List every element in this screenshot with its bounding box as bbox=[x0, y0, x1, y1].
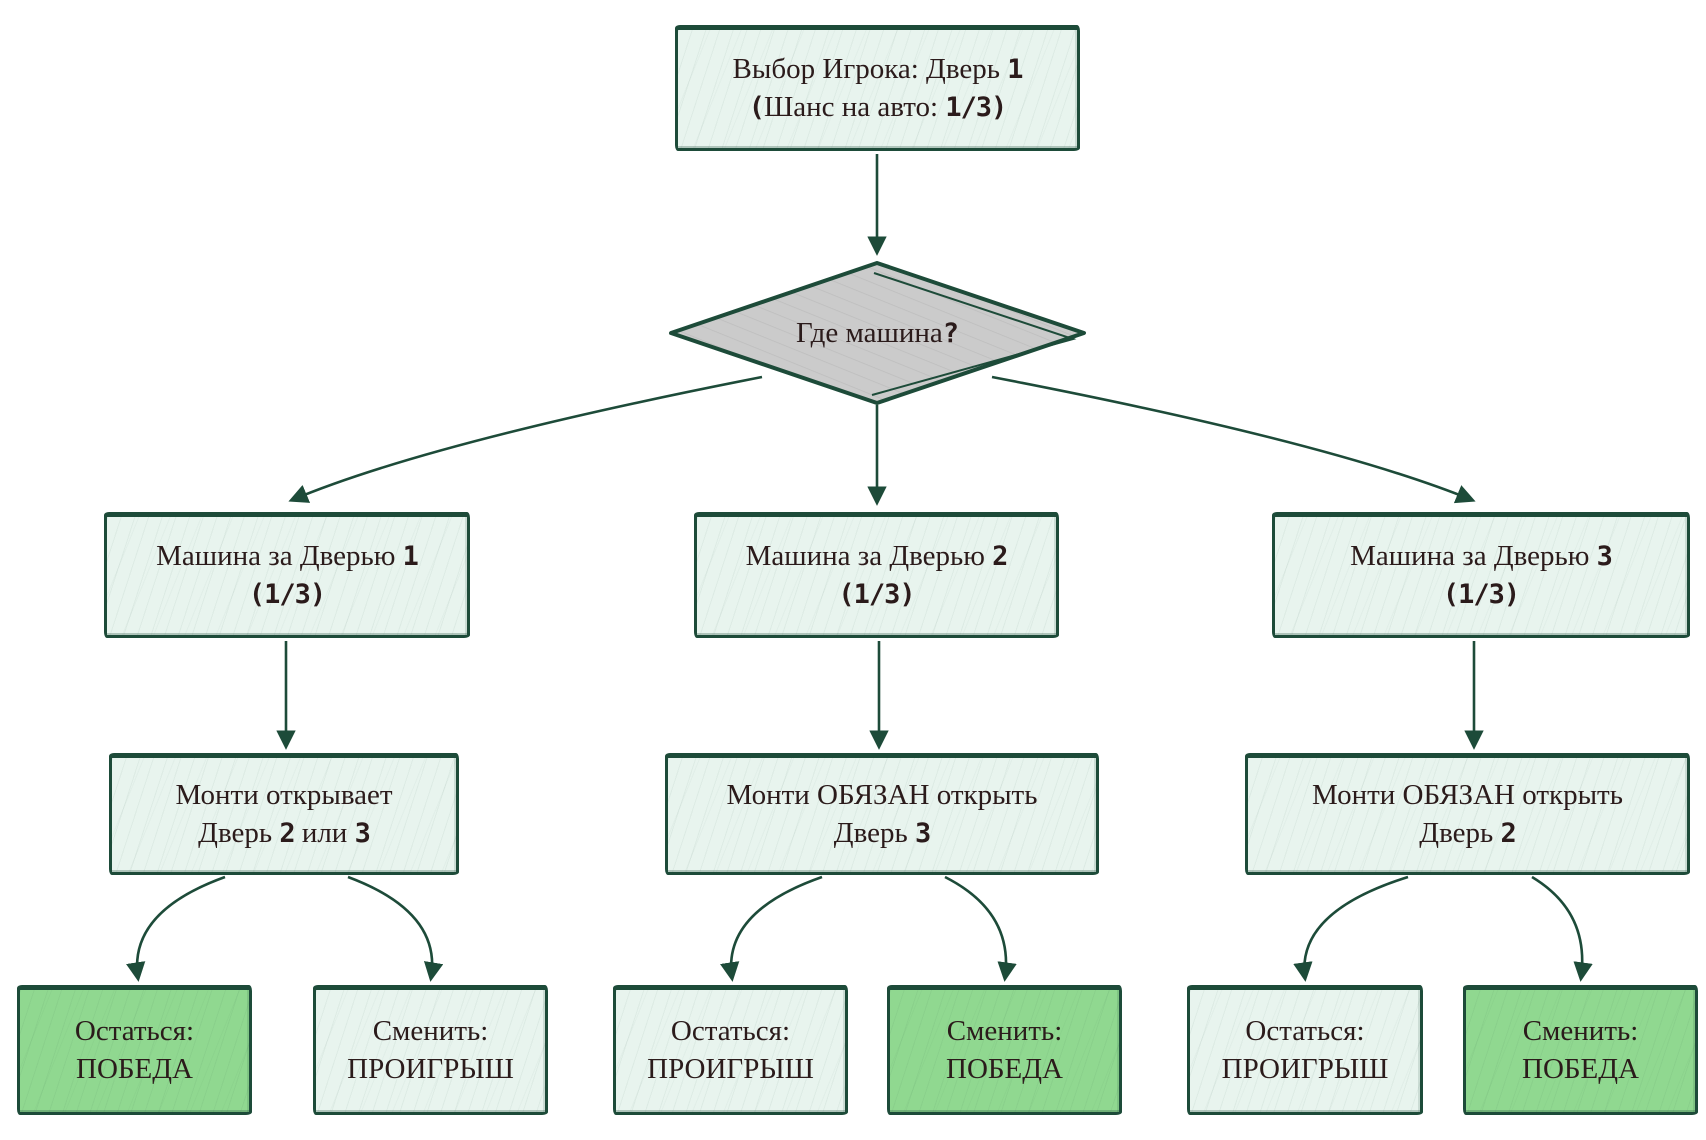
text-segment: Сменить: bbox=[372, 1015, 489, 1048]
player-choice-line1: Выбор Игрока: Дверь 1 bbox=[732, 51, 1024, 89]
arrow-decision-to-car3 bbox=[991, 375, 1476, 504]
leaf-action-label: Остаться: bbox=[75, 1013, 194, 1051]
leaf-action-label: Остаться: bbox=[1245, 1013, 1364, 1051]
leaf-action-label: Остаться: bbox=[671, 1013, 790, 1051]
text-segment: ( bbox=[748, 92, 765, 123]
monty-3-line1: Монти ОБЯЗАН открыть bbox=[1312, 777, 1623, 815]
car-door-1-node: Машина за Дверью 1 (1/3) bbox=[104, 512, 470, 638]
text-segment: Остаться: bbox=[670, 1015, 791, 1048]
text-segment: Выбор Игрока: Дверь bbox=[732, 53, 1008, 86]
leaf-switch-lose-1: Сменить: ПРОИГРЫШ bbox=[313, 985, 548, 1115]
text-segment: Монти ОБЯЗАН открыть bbox=[726, 779, 1038, 812]
probability-value: (1/3) bbox=[248, 579, 326, 610]
car-door-3-node: Машина за Дверью 3 (1/3) bbox=[1272, 512, 1690, 638]
leaf-outcome-label: ПОБЕДА bbox=[946, 1051, 1063, 1089]
car-door-2-probability: (1/3) bbox=[838, 576, 915, 614]
text-segment: Сменить: bbox=[946, 1015, 1063, 1048]
leaf-stay-win-1: Остаться: ПОБЕДА bbox=[17, 985, 252, 1115]
text-segment: ПРОИГРЫШ bbox=[1221, 1053, 1389, 1085]
arrow-decision-to-car1 bbox=[288, 375, 763, 503]
car-door-1-probability: (1/3) bbox=[248, 576, 326, 614]
decision-diamond-label: Где машина? bbox=[697, 303, 1057, 363]
text-segment: или bbox=[294, 817, 355, 849]
arrow-monty3-to-switch bbox=[1531, 875, 1593, 982]
monty-1-line2: Дверь 2 или 3 bbox=[198, 815, 371, 853]
text-segment: Машина за Дверью bbox=[745, 540, 993, 573]
monty-2-line1: Монти ОБЯЗАН открыть bbox=[727, 777, 1038, 815]
arrow-monty2-to-switch bbox=[944, 875, 1017, 982]
probability-value: (1/3) bbox=[1442, 579, 1520, 610]
text-segment: Шанс на авто: bbox=[763, 91, 946, 123]
monty-3-line2: Дверь 2 bbox=[1419, 815, 1516, 853]
leaf-action-label: Сменить: bbox=[373, 1013, 489, 1051]
probability-value: (1/3) bbox=[838, 579, 915, 610]
arrow-monty1-to-switch bbox=[347, 875, 444, 982]
leaf-action-label: Сменить: bbox=[1523, 1013, 1639, 1051]
car-door-2-line1: Машина за Дверью 2 bbox=[745, 538, 1009, 576]
door-number: 2 bbox=[1500, 818, 1516, 849]
door-number: 2 bbox=[279, 818, 295, 849]
door-number: 3 bbox=[914, 818, 931, 849]
monty-opens-node-3: Монти ОБЯЗАН открыть Дверь 2 bbox=[1245, 753, 1690, 875]
text-segment: ПОБЕДА bbox=[1522, 1053, 1639, 1085]
leaf-switch-win-3: Сменить: ПОБЕДА bbox=[1463, 985, 1698, 1115]
decision-diamond-shape bbox=[669, 261, 1086, 405]
door-number: 3 bbox=[354, 818, 371, 849]
text-segment: Дверь bbox=[1419, 817, 1501, 849]
text-segment: Монти ОБЯЗАН открыть bbox=[1312, 779, 1623, 812]
arrow-monty2-to-stay bbox=[720, 875, 823, 982]
text-segment: ПОБЕДА bbox=[946, 1053, 1063, 1085]
decision-question: Где машина bbox=[796, 316, 943, 349]
arrow-monty1-to-stay bbox=[126, 875, 226, 982]
leaf-outcome-label: ПРОИГРЫШ bbox=[1222, 1051, 1389, 1089]
car-door-1-line1: Машина за Дверью 1 bbox=[156, 538, 419, 576]
leaf-action-label: Сменить: bbox=[947, 1013, 1063, 1051]
text-segment: Дверь bbox=[833, 817, 915, 849]
monty-opens-node-1: Монти открывает Дверь 2 или 3 bbox=[109, 753, 459, 875]
leaf-stay-lose-3: Остаться: ПРОИГРЫШ bbox=[1187, 985, 1423, 1115]
monty-1-line1: Монти открывает bbox=[175, 777, 392, 815]
monty-opens-node-2: Монти ОБЯЗАН открыть Дверь 3 bbox=[665, 753, 1099, 875]
decision-diamond-double-stroke bbox=[871, 272, 1077, 396]
text-segment: Остаться: bbox=[74, 1015, 195, 1048]
leaf-outcome-label: ПРОИГРЫШ bbox=[647, 1051, 814, 1089]
text-segment: Монти открывает bbox=[175, 779, 393, 812]
text-segment: Сменить: bbox=[1522, 1015, 1639, 1048]
leaf-switch-win-2: Сменить: ПОБЕДА bbox=[887, 985, 1122, 1115]
leaf-outcome-label: ПРОИГРЫШ bbox=[347, 1051, 514, 1089]
leaf-stay-lose-2: Остаться: ПРОИГРЫШ bbox=[613, 985, 848, 1115]
text-segment: Машина за Дверью bbox=[156, 540, 403, 573]
text-segment: ПРОИГРЫШ bbox=[347, 1053, 514, 1085]
text-segment: Дверь bbox=[198, 817, 280, 849]
probability-value: 1/3) bbox=[945, 92, 1007, 123]
door-number: 1 bbox=[402, 541, 419, 573]
text-segment: ПОБЕДА bbox=[76, 1053, 193, 1085]
leaf-outcome-label: ПОБЕДА bbox=[1522, 1051, 1639, 1089]
car-door-3-probability: (1/3) bbox=[1442, 576, 1520, 614]
car-door-3-line1: Машина за Дверью 3 bbox=[1350, 538, 1613, 576]
text-segment: Остаться: bbox=[1245, 1015, 1365, 1048]
leaf-outcome-label: ПОБЕДА bbox=[76, 1051, 193, 1089]
door-number: 2 bbox=[992, 541, 1008, 573]
text-segment: ПРОИГРЫШ bbox=[647, 1053, 814, 1085]
question-mark: ? bbox=[942, 317, 959, 349]
arrow-monty3-to-stay bbox=[1293, 875, 1409, 982]
car-door-2-node: Машина за Дверью 2 (1/3) bbox=[694, 512, 1059, 638]
door-number: 1 bbox=[1007, 54, 1023, 86]
player-choice-line2: (Шанс на авто: 1/3) bbox=[748, 89, 1008, 127]
monty-2-line2: Дверь 3 bbox=[833, 815, 931, 853]
text-segment: Машина за Дверью bbox=[1350, 540, 1597, 573]
player-choice-node: Выбор Игрока: Дверь 1 (Шанс на авто: 1/3… bbox=[675, 25, 1080, 151]
door-number: 3 bbox=[1596, 541, 1613, 573]
